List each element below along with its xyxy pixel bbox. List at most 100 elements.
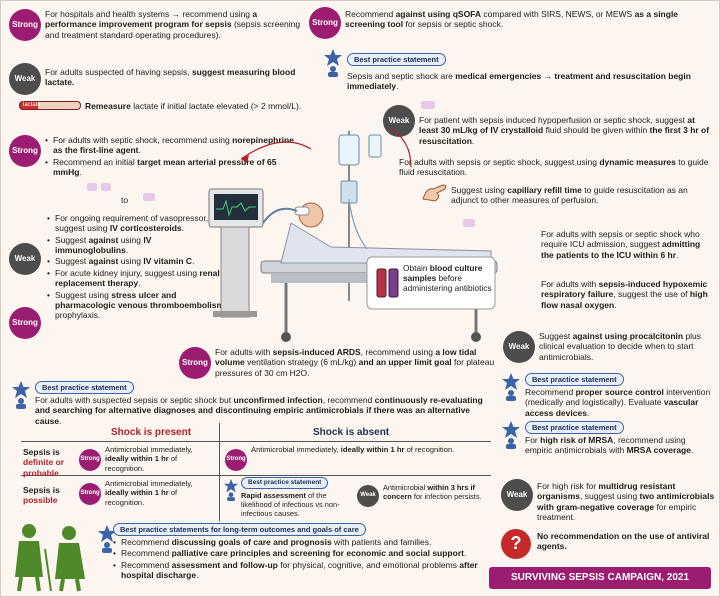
lactate-pre: For adults suspected of having sepsis, — [45, 67, 192, 77]
unc-mid: , recommend — [322, 395, 375, 405]
vitc-pre: Suggest — [55, 256, 89, 267]
procal-pre: Suggest — [539, 331, 573, 341]
mdr-mid: , suggest using — [580, 491, 640, 502]
best-practice-label: Best practice statement — [35, 381, 134, 395]
igg-pre: Suggest — [55, 234, 89, 245]
ards-b3: and an upper limit goal — [358, 357, 452, 368]
goals-b1: discussing goals of care and prognosis — [171, 537, 332, 547]
campaign-banner: SURVIVING SEPSIS CAMPAIGN, 2021 — [489, 567, 711, 589]
map-pre: Recommend an initial — [53, 156, 138, 167]
weak-badge: Weak — [383, 105, 415, 137]
iv-bag-small — [368, 134, 382, 158]
blurred-mark — [87, 183, 97, 191]
row-definite-label: Sepsis is definite or probable — [23, 447, 75, 478]
strong-badge: Strong — [9, 135, 41, 167]
mdr-text: For high risk for multidrug resistant or… — [537, 481, 715, 522]
lactate-tube-icon: lactate — [19, 101, 81, 110]
emergency-text: Sepsis and septic shock are medical emer… — [347, 71, 713, 92]
bed-wheel — [281, 332, 291, 342]
igg-b1: against — [88, 234, 119, 245]
procal-b1: against using procalcitonin — [572, 331, 684, 341]
row2-emph: possible — [23, 495, 58, 506]
c22a-post: of the likelihood of infectious vs non-i… — [241, 491, 340, 519]
best-practice-long-term-label: Best practice statements for long-term o… — [113, 523, 366, 537]
mrsa-text: For high risk of MRSA, recommend using e… — [525, 435, 715, 456]
vasopressor-text: For adults with septic shock, recommend … — [45, 135, 295, 178]
cell-definite-noshock: Antimicrobial immediately, ideally withi… — [251, 445, 487, 454]
qsofa-b2: as a single screening tool — [345, 9, 679, 30]
mdr-pre: For high risk for — [537, 481, 599, 491]
followup-post: . — [196, 570, 199, 581]
igg-b2: IV immunoglobulins — [55, 234, 152, 256]
palliative-b1: palliative care principles and screening… — [171, 548, 464, 559]
unc-post: . — [59, 415, 62, 426]
ventilator-body — [220, 226, 250, 318]
followup-mid: for physical, cognitive, and emotional p… — [277, 559, 460, 570]
mdr-b1: multidrug resistant organisms — [537, 481, 676, 502]
icu-pre: For adults with sepsis or septic shock w… — [541, 229, 700, 250]
cell-possible-3hr: Antimicrobial within 3 hrs if concern fo… — [383, 483, 491, 501]
goals-post: with patients and families. — [331, 537, 432, 547]
perf-post: (sepsis screening and treatment standard… — [45, 19, 301, 40]
crt-b1: capillary refill time — [507, 185, 582, 195]
rrt-pre: For acute kidney injury, suggest using — [55, 267, 200, 278]
icu-patient-illustration — [208, 128, 498, 342]
oxygen-mask — [294, 206, 310, 216]
ards-post: for plateau pressures of 30 cm H2O. — [215, 357, 495, 378]
blood-culture-text: Obtain blood culture samples before admi… — [403, 263, 513, 293]
arrow-left-head — [241, 155, 249, 163]
weak-badge: Weak — [503, 331, 535, 363]
blurred-mark — [143, 193, 155, 201]
ards-mid: , recommend using — [360, 347, 436, 357]
crt-pre: Suggest using — [451, 185, 508, 195]
norepi-post: . — [138, 145, 141, 156]
igg-mid: using — [118, 234, 144, 245]
dynamic-text: For adults with sepsis or septic shock, … — [399, 157, 711, 178]
crt-post: to guide resuscitation as an adjunct to … — [451, 185, 688, 206]
strong-badge: Strong — [9, 307, 41, 339]
fluids-pre: For patient with sepsis induced hypoperf… — [419, 115, 688, 125]
hand-icon — [422, 184, 447, 202]
c21-b1: ideally within 1 hr — [105, 488, 169, 498]
emergency-pre: Sepsis and septic shock are — [347, 71, 456, 81]
followup-b1: assessment and follow-up — [171, 559, 278, 570]
strong-badge: Strong — [79, 449, 101, 471]
unc-pre: For adults with suspected sepsis or sept… — [35, 395, 234, 405]
bc-b1: blood culture samples — [403, 263, 483, 284]
map-post: . — [79, 167, 82, 178]
fluids-text: For patient with sepsis induced hypoperf… — [419, 115, 715, 146]
fluids-b1: at least 30 mL/kg of IV crystalloid — [419, 115, 695, 136]
fluids-post: . — [471, 135, 475, 146]
procalcitonin-text: Suggest against using procalcitonin plus… — [539, 331, 715, 362]
best-practice-label: Best practice statement — [347, 53, 446, 67]
ulcer-post: prophylaxis. — [55, 310, 101, 321]
mrsa-b1: high risk of MRSA — [540, 435, 614, 445]
crt-text: Suggest using capillary refill time to g… — [451, 185, 715, 206]
c22b-b1: within 3 hrs if concern — [383, 483, 475, 502]
col-shock-absent: Shock is absent — [313, 427, 390, 438]
strong-badge: Strong — [225, 449, 247, 471]
mrsa-mid: , recommend using empiric antimicrobials… — [525, 435, 686, 456]
ventilator-base — [213, 311, 257, 317]
iv-bag — [338, 134, 360, 166]
c22b-post: for infection persists. — [411, 492, 482, 502]
best-practice-person-icon — [98, 525, 116, 553]
rrt-item: For acute kidney injury, suggest using r… — [47, 268, 225, 289]
lactate-b1: suggest measuring blood lactate. — [45, 67, 296, 88]
icu-text: For adults with sepsis or septic shock w… — [541, 229, 713, 260]
map-b1: target mean arterial pressure of 65 mmHg — [53, 156, 277, 178]
strong-badge: Strong — [9, 9, 41, 41]
strong-badge: Strong — [309, 7, 341, 39]
c22b-pre: Antimicrobial — [383, 483, 428, 492]
mrsa-b2: MRSA coverage — [626, 445, 691, 456]
palliative-pre: Recommend — [121, 548, 172, 559]
blood-culture-card — [366, 256, 496, 310]
row-possible-label: Sepsis is possible — [23, 485, 75, 506]
ards-b1: sepsis-induced ARDS — [272, 347, 361, 357]
row1-pre: Sepsis is — [23, 447, 60, 457]
blurred-mark — [421, 101, 435, 109]
c21-post: of recognition. — [105, 488, 178, 507]
best-practice-label: Best practice statement — [525, 373, 624, 387]
row2-pre: Sepsis is — [23, 485, 60, 495]
followup-pre: Recommend — [121, 559, 172, 570]
